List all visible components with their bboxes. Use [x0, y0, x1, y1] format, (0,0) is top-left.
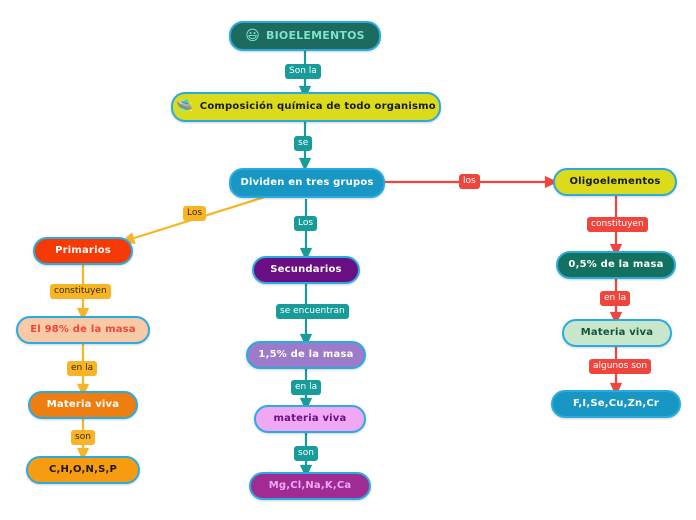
node-label: 0,5% de la masa: [568, 258, 664, 270]
edge-label-text: constituyen: [54, 286, 107, 296]
edge-label-los-right[interactable]: los: [459, 174, 480, 189]
node-secundarios[interactable]: Secundarios: [252, 256, 360, 284]
node-label: Mg,Cl,Na,K,Ca: [268, 479, 352, 491]
node-secundarios-elementos[interactable]: Mg,Cl,Na,K,Ca: [249, 472, 371, 500]
edge-label-text: son: [298, 448, 314, 458]
node-oligoelementos[interactable]: Oligoelementos: [553, 168, 677, 196]
node-bioelementos[interactable]: 😃 BIOELEMENTOS: [229, 21, 381, 51]
node-primarios[interactable]: Primarios: [33, 237, 133, 265]
edge-label-text: se: [298, 138, 309, 148]
node-label: Primarios: [55, 244, 111, 256]
node-label: El 98% de la masa: [30, 323, 136, 335]
edge-label-text: los: [463, 176, 476, 186]
node-label: 1,5% de la masa: [258, 348, 354, 360]
edge-label-se[interactable]: se: [294, 136, 313, 151]
node-label: Dividen en tres grupos: [240, 176, 374, 188]
grinning-face-emoji: 😃: [245, 28, 261, 44]
flying-saucer-emoji: 🛸: [176, 99, 194, 115]
node-oligo-materia-viva[interactable]: Materia viva: [562, 319, 672, 347]
edge-label-text: constituyen: [591, 219, 644, 229]
edge-label-constituyen-left[interactable]: constituyen: [50, 284, 111, 299]
node-label: Composición química de todo organismo: [199, 100, 436, 112]
edge-label-en-la-left[interactable]: en la: [67, 361, 98, 376]
edge-label-text: en la: [295, 382, 318, 392]
node-secundarios-materia-viva[interactable]: materia viva: [254, 405, 366, 433]
edge-label-son-left[interactable]: son: [71, 430, 95, 445]
node-dividen-en-tres-grupos[interactable]: Dividen en tres grupos: [229, 168, 385, 198]
edge-label-son-mid[interactable]: son: [294, 446, 318, 461]
node-label: Materia viva: [580, 326, 654, 338]
edge-label-son-la[interactable]: Son la: [285, 64, 321, 79]
node-label: C,H,O,N,S,P: [48, 463, 118, 475]
edge-label-text: en la: [604, 293, 627, 303]
node-label: BIOELEMENTOS: [266, 29, 365, 43]
edge-label-text: se encuentran: [280, 306, 345, 316]
node-secundarios-porcentaje[interactable]: 1,5% de la masa: [246, 341, 366, 369]
edge-label-text: en la: [71, 363, 94, 373]
edge-label-text: Los: [187, 208, 203, 218]
node-primarios-elementos[interactable]: C,H,O,N,S,P: [26, 456, 140, 484]
edge-label-los-mid[interactable]: Los: [294, 216, 318, 231]
node-label: Oligoelementos: [569, 175, 661, 187]
node-label: F,I,Se,Cu,Zn,Cr: [572, 397, 660, 409]
edge-label-se-encuentran[interactable]: se encuentran: [276, 304, 349, 319]
edge-label-text: Son la: [289, 66, 317, 76]
node-label: Secundarios: [270, 263, 342, 275]
edge-label-en-la-mid[interactable]: en la: [291, 380, 322, 395]
edge-label-text: Los: [298, 218, 314, 228]
node-primarios-materia-viva[interactable]: Materia viva: [28, 391, 138, 419]
node-label: materia viva: [273, 412, 347, 424]
edge-label-text: algunos son: [593, 361, 648, 371]
edge-label-text: son: [75, 432, 91, 442]
node-composicion-quimica[interactable]: 🛸 Composición química de todo organismo: [171, 92, 441, 122]
node-oligo-porcentaje[interactable]: 0,5% de la masa: [556, 251, 676, 279]
edge-label-los-left[interactable]: Los: [183, 206, 207, 221]
node-primarios-porcentaje[interactable]: El 98% de la masa: [16, 316, 150, 344]
node-label: Materia viva: [46, 398, 120, 410]
node-oligo-elementos[interactable]: F,I,Se,Cu,Zn,Cr: [551, 390, 681, 418]
edge-label-algunos-son[interactable]: algunos son: [589, 359, 652, 374]
edge-label-constituyen-right[interactable]: constituyen: [587, 217, 648, 232]
edge-label-en-la-right[interactable]: en la: [600, 291, 631, 306]
